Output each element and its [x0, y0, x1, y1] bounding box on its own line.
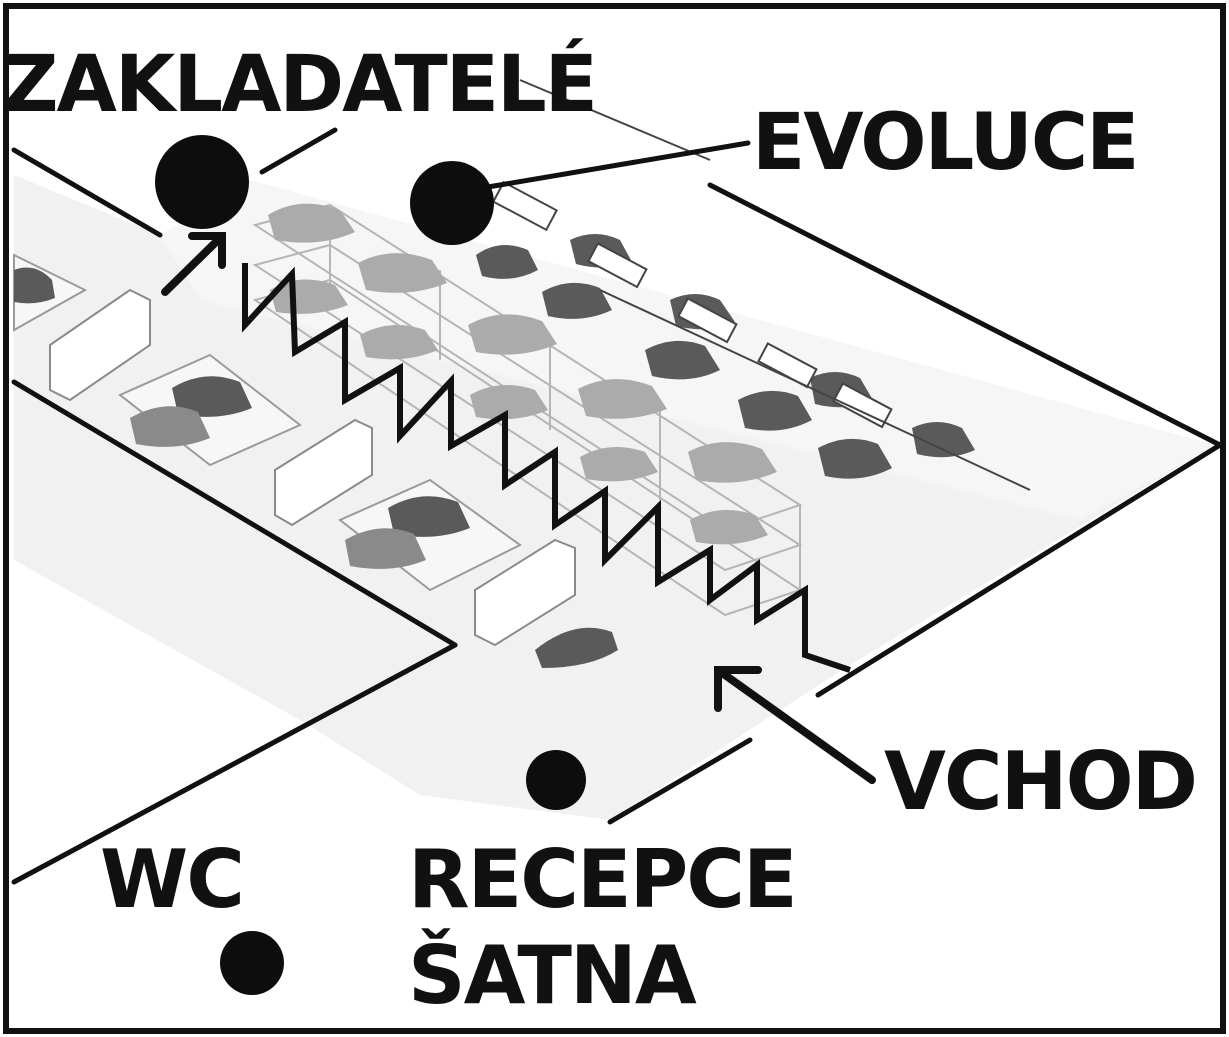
- marker-wc: [220, 931, 284, 995]
- marker-evoluce: [410, 161, 494, 245]
- arriving-car: [535, 627, 618, 668]
- label-satna: ŠATNA: [408, 929, 697, 1022]
- rail-line: [519, 79, 1031, 491]
- rack-cars: [268, 203, 777, 545]
- marker-zakladatele: [155, 135, 249, 229]
- label-zakladatele: ZAKLADATELÉ: [2, 40, 598, 130]
- label-evoluce: EVOLUCE: [752, 98, 1139, 188]
- map-frame: [3, 3, 1226, 1034]
- charging-stations: [491, 180, 893, 429]
- zigzag-wall: [242, 263, 851, 673]
- evoluce-leader: [485, 140, 751, 190]
- markers: [155, 135, 586, 995]
- arrow-entrance: [714, 666, 876, 784]
- label-wc: WC: [100, 833, 245, 926]
- label-vchod: VCHOD: [884, 735, 1198, 828]
- arrow-to-zakladatele: [161, 232, 226, 296]
- marker-recepce: [526, 750, 586, 810]
- label-recepce: RECEPCE: [408, 833, 798, 926]
- display-stands-left: [49, 288, 576, 647]
- bay-cars-left: [14, 267, 470, 569]
- hall-outline: [11, 127, 1223, 885]
